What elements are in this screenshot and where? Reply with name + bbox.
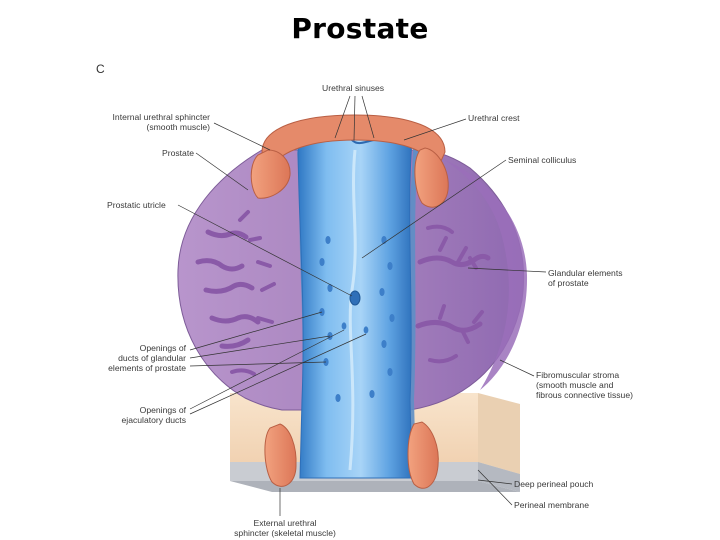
label-fibromuscular-line2: (smooth muscle and [536, 380, 614, 390]
label-seminal-colliculus: Seminal colliculus [508, 155, 577, 165]
label-internal-sphincter: Internal urethral sphincter (smooth musc… [86, 112, 210, 132]
label-openings-ejaculatory-line2: ejaculatory ducts [121, 415, 187, 425]
label-openings-glandular: Openings of ducts of glandular elements … [96, 343, 186, 373]
panel-letter: C [96, 62, 105, 76]
duct-openings [319, 236, 395, 402]
label-glandular-elements-line2: of prostate [548, 278, 589, 288]
label-openings-glandular-line2: ducts of glandular [118, 353, 186, 363]
label-fibromuscular-stroma: Fibromuscular stroma (smooth muscle and … [536, 370, 633, 400]
label-external-sphincter-line2: sphincter (skeletal muscle) [234, 528, 336, 538]
external-sphincter-left [264, 423, 297, 487]
label-prostate: Prostate [161, 148, 194, 158]
label-deep-perineal-pouch: Deep perineal pouch [514, 479, 594, 489]
urethral-crest [348, 149, 357, 471]
label-internal-sphincter-line1: Internal urethral sphincter [112, 112, 210, 122]
label-openings-ejaculatory-line1: Openings of [139, 405, 186, 415]
prostate-right-face [445, 160, 528, 390]
label-glandular-elements: Glandular elements of prostate [548, 268, 623, 288]
label-openings-glandular-line3: elements of prostate [108, 363, 186, 373]
internal-sphincter-left [250, 149, 291, 199]
label-urethral-sinuses: Urethral sinuses [322, 83, 385, 93]
label-glandular-elements-line1: Glandular elements [548, 268, 623, 278]
slide-title: Prostate [291, 12, 429, 45]
label-fibromuscular-line1: Fibromuscular stroma [536, 370, 620, 380]
label-external-sphincter: External urethral sphincter (skeletal mu… [224, 518, 346, 538]
label-urethral-crest: Urethral crest [468, 113, 520, 123]
label-internal-sphincter-line2: (smooth muscle) [146, 122, 210, 132]
label-openings-glandular-line1: Openings of [139, 343, 186, 353]
label-fibromuscular-line3: fibrous connective tissue) [536, 390, 633, 400]
glandular-elements-left [195, 210, 276, 376]
label-external-sphincter-line1: External urethral [253, 518, 317, 528]
label-perineal-membrane: Perineal membrane [514, 500, 589, 510]
internal-sphincter-collar [261, 114, 446, 172]
leader-lines [177, 95, 547, 516]
external-sphincter-right [407, 421, 439, 489]
glandular-elements-right [415, 224, 491, 364]
label-prostatic-utricle: Prostatic utricle [107, 200, 166, 210]
seminal-colliculus-opening [349, 290, 361, 306]
label-openings-ejaculatory: Openings of ejaculatory ducts [96, 405, 187, 425]
